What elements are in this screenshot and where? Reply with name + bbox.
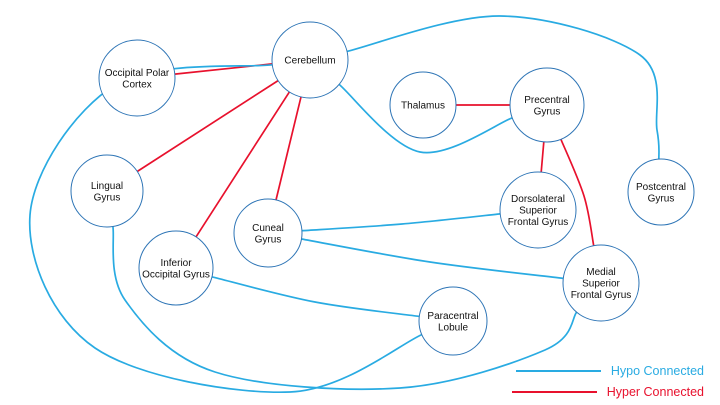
node-circle — [627, 158, 695, 226]
edge-hyper-lingual-gyrus--cerebellum — [136, 79, 279, 173]
node-label: Thalamus — [401, 101, 445, 112]
edge-hyper-inferior-occipital-gyrus--cerebellum — [195, 91, 291, 238]
node-circle — [271, 21, 349, 99]
node-cerebellum: Cerebellum — [271, 21, 349, 99]
legend-item-hyper: Hyper Connected — [511, 385, 704, 399]
node-circle — [562, 244, 640, 322]
node-circle — [509, 67, 585, 143]
edge-hypo-cerebellum--precentral-gyrus — [338, 83, 514, 154]
legend-label-hypo: Hypo Connected — [610, 364, 704, 378]
node-circle — [499, 171, 577, 249]
edge-hypo-inferior-occipital-gyrus--paracentral-lobule — [211, 275, 421, 318]
node-circle — [389, 71, 457, 139]
node-circle — [70, 154, 144, 228]
legend-item-hypo: Hypo Connected — [512, 364, 704, 378]
legend-label-hyper: Hyper Connected — [606, 385, 704, 399]
node-circle — [98, 39, 176, 117]
node-label: Cerebellum — [284, 56, 335, 67]
edge-hyper-precentral-gyrus--medial-superior-frontal-gyrus — [560, 138, 595, 247]
edge-hypo-lingual-gyrus--medial-superior-frontal-gyrus — [112, 225, 578, 391]
edge-hyper-precentral-gyrus--dorsolateral-superior-frontal-gyrus — [540, 141, 545, 173]
edge-hypo-cerebellum--postcentral-gyrus — [346, 15, 660, 160]
edge-hypo-cuneal-gyrus--dorsolateral-superior-frontal-gyrus — [301, 213, 502, 232]
edge-hyper-cuneal-gyrus--cerebellum — [275, 96, 302, 201]
node-circle — [138, 230, 214, 306]
node-circle — [418, 286, 488, 356]
legend: Hypo Connected Hyper Connected — [511, 364, 704, 399]
hypo-line-sample — [515, 370, 601, 372]
edge-hypo-cuneal-gyrus--medial-superior-frontal-gyrus — [300, 238, 565, 280]
node-circle — [233, 198, 303, 268]
node-thalamus: Thalamus — [389, 71, 457, 139]
hyper-line-sample — [511, 391, 597, 393]
